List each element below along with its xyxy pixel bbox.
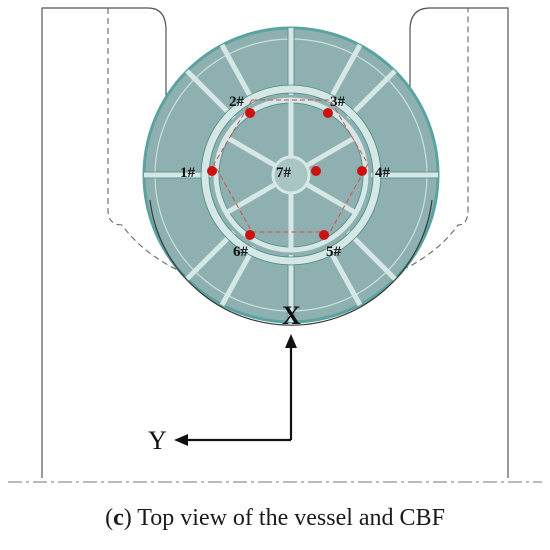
x-axis-arrowhead bbox=[285, 334, 297, 348]
inner-spokes bbox=[224, 100, 358, 250]
frame-outline-right bbox=[409, 7, 509, 478]
central-hub bbox=[271, 155, 311, 195]
marker-4 bbox=[357, 166, 367, 176]
outer-spokes-edges bbox=[144, 28, 438, 322]
caption-text: Top view of the vessel and CBF bbox=[137, 505, 445, 531]
marker-3 bbox=[323, 108, 333, 118]
middle-ring-edge-outer bbox=[200, 84, 382, 266]
dashed-hexagon bbox=[213, 99, 369, 233]
marker-7 bbox=[311, 166, 321, 176]
figure-caption: (c) Top view of the vessel and CBF bbox=[105, 505, 445, 531]
label-point-6: 6# bbox=[233, 244, 249, 260]
label-point-5: 5# bbox=[326, 244, 342, 260]
frame-outline-left bbox=[41, 7, 167, 478]
middle-ring bbox=[201, 85, 381, 265]
label-point-3: 3# bbox=[330, 94, 346, 110]
lower-arc-detail bbox=[149, 199, 433, 326]
label-point-7: 7# bbox=[276, 165, 292, 181]
marker-2 bbox=[245, 108, 255, 118]
y-axis-label: Y bbox=[148, 426, 167, 455]
outer-spokes bbox=[144, 28, 438, 322]
vessel-top-view-diagram: 1# 2# 3# 4# 5# 6# 7# X Y bbox=[8, 7, 542, 483]
marker-5 bbox=[319, 230, 329, 240]
x-axis-label: X bbox=[282, 301, 301, 330]
marker-1 bbox=[207, 166, 217, 176]
label-point-1: 1# bbox=[180, 165, 196, 181]
y-axis-arrowhead bbox=[174, 434, 188, 446]
marker-6 bbox=[245, 230, 255, 240]
point-markers bbox=[207, 108, 367, 240]
caption-letter: c bbox=[113, 505, 124, 531]
label-point-4: 4# bbox=[375, 165, 391, 181]
label-point-2: 2# bbox=[229, 94, 245, 110]
